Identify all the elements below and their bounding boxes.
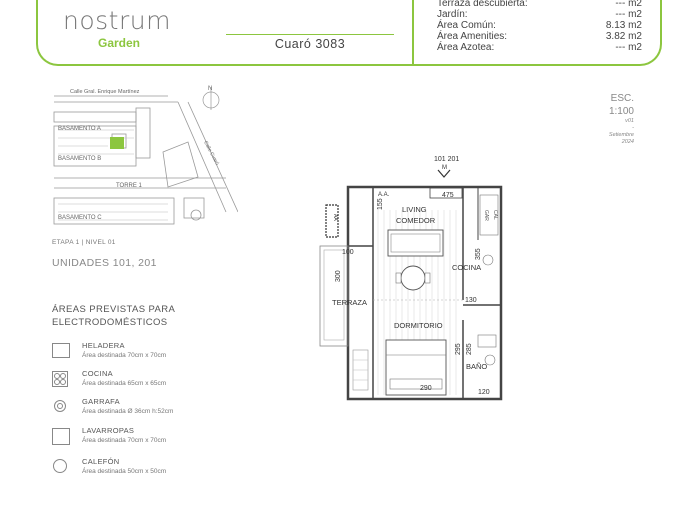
- legend-label: CALEFÓN: [82, 457, 120, 466]
- area-value: --- m2: [615, 42, 642, 53]
- brand-logo: nostrum: [63, 6, 171, 35]
- area-row: Terraza descubierta: --- m2: [437, 0, 642, 9]
- legend-label: HELADERA: [82, 341, 125, 350]
- project-address: Cuaró 3083: [274, 37, 346, 51]
- unit-highlight: [110, 137, 124, 149]
- gas-label: GAR: [483, 210, 489, 221]
- stove-icon: [52, 371, 68, 387]
- bed: [385, 339, 447, 396]
- legend-desc: Área destinada Ø 36cm h:52cm: [82, 408, 174, 415]
- area-value: 8.13 m2: [605, 20, 642, 31]
- scale-value: 1:100: [608, 106, 634, 117]
- room-dormitorio: DORMITORIO: [394, 321, 443, 330]
- area-row: Área Común: 8.13 m2: [437, 20, 642, 31]
- dimension: 295: [455, 343, 462, 355]
- legend-desc: Área destinada 70cm x 70cm: [82, 352, 167, 359]
- room-comedor: COMEDOR: [396, 216, 436, 225]
- area-row: Área Azotea: --- m2: [437, 42, 642, 53]
- room-bano: BAÑO: [466, 362, 487, 371]
- fridge-icon: [52, 343, 70, 358]
- room-living: LIVING: [402, 205, 427, 214]
- ac-label: A.A.: [378, 192, 390, 198]
- basement-label: BASAMENTO B: [58, 156, 101, 162]
- stage-level: ETAPA 1 | NIVEL 01: [52, 239, 116, 246]
- legend-label: GARRAFA: [82, 397, 120, 406]
- floor-plan: 101 201 M GAR CAL: [319, 156, 503, 401]
- units-title: UNIDADES 101, 201: [52, 257, 157, 269]
- dimension: 130: [465, 297, 477, 304]
- dimension: 120: [478, 389, 490, 396]
- area-label: Área Común:: [437, 20, 496, 31]
- dining-table: [400, 265, 426, 291]
- unit-tag-sub: M: [442, 165, 447, 171]
- ac-label: AA: [332, 214, 338, 221]
- area-row: Área Amenities: 3.82 m2: [437, 31, 642, 42]
- north-label: N: [208, 86, 212, 92]
- version-sep: -: [632, 125, 634, 131]
- dimension: 475: [442, 192, 454, 199]
- dimension: 355: [475, 248, 482, 260]
- street-label: Calle Gral. Enrique Martínez: [70, 89, 140, 95]
- unit-tag: 101 201: [434, 156, 459, 163]
- appliance-areas-title: ÁREAS PREVISTAS PARA ELECTRODOMÉSTICOS: [52, 304, 175, 328]
- street-label: Calle Cuaró: [202, 140, 220, 166]
- site-plan: Calle Gral. Enrique Martínez BASAMENTO A…: [53, 86, 238, 225]
- date-year: 2024: [621, 139, 634, 145]
- legend-desc: Área destinada 70cm x 70cm: [82, 437, 167, 444]
- gas-cylinder-icon: [54, 400, 66, 412]
- legend-label: LAVARROPAS: [82, 426, 135, 435]
- basement-label: BASAMENTO C: [58, 215, 102, 221]
- legend-label: COCINA: [82, 369, 113, 378]
- date-month: Setiembre: [608, 132, 634, 138]
- area-row: Jardín: --- m2: [437, 9, 642, 20]
- header-divider: [412, 0, 414, 64]
- scale-box: ESC. 1:100: [580, 92, 634, 118]
- dimension: 100: [342, 249, 354, 256]
- water-heater-icon: [53, 459, 67, 473]
- tower-label: TORRE 1: [116, 183, 143, 189]
- area-label: Área Amenities:: [437, 31, 508, 42]
- area-value: --- m2: [615, 9, 642, 20]
- dimension: 285: [466, 343, 473, 355]
- area-value: --- m2: [615, 0, 642, 9]
- version-info: v01 - Setiembre 2024: [580, 118, 634, 146]
- room-cocina: COCINA: [452, 263, 481, 272]
- area-label: Terraza descubierta:: [437, 0, 528, 9]
- room-terraza: TERRAZA: [332, 298, 367, 307]
- sofa: [387, 229, 444, 257]
- legend-desc: Área destinada 50cm x 50cm: [82, 468, 167, 475]
- washer-icon: [52, 428, 70, 445]
- entry-arrow-icon: [437, 169, 451, 178]
- basement-label: BASAMENTO A: [58, 126, 101, 132]
- address-rule: [226, 34, 394, 35]
- legend-desc: Área destinada 65cm x 65cm: [82, 380, 167, 387]
- heater-label: CAL: [492, 210, 498, 220]
- area-label: Área Azotea:: [437, 42, 495, 53]
- dimension: 290: [420, 385, 432, 392]
- brand-logo-sub: Garden: [98, 36, 141, 50]
- area-value: 3.82 m2: [605, 31, 642, 42]
- dimension: 155: [377, 198, 384, 210]
- dimension: 300: [335, 270, 342, 282]
- header-frame: [36, 0, 662, 66]
- version: v01: [625, 118, 634, 124]
- area-label: Jardín:: [437, 9, 468, 20]
- scale-label: ESC.: [610, 93, 634, 104]
- north-arrow-icon: N: [202, 86, 220, 110]
